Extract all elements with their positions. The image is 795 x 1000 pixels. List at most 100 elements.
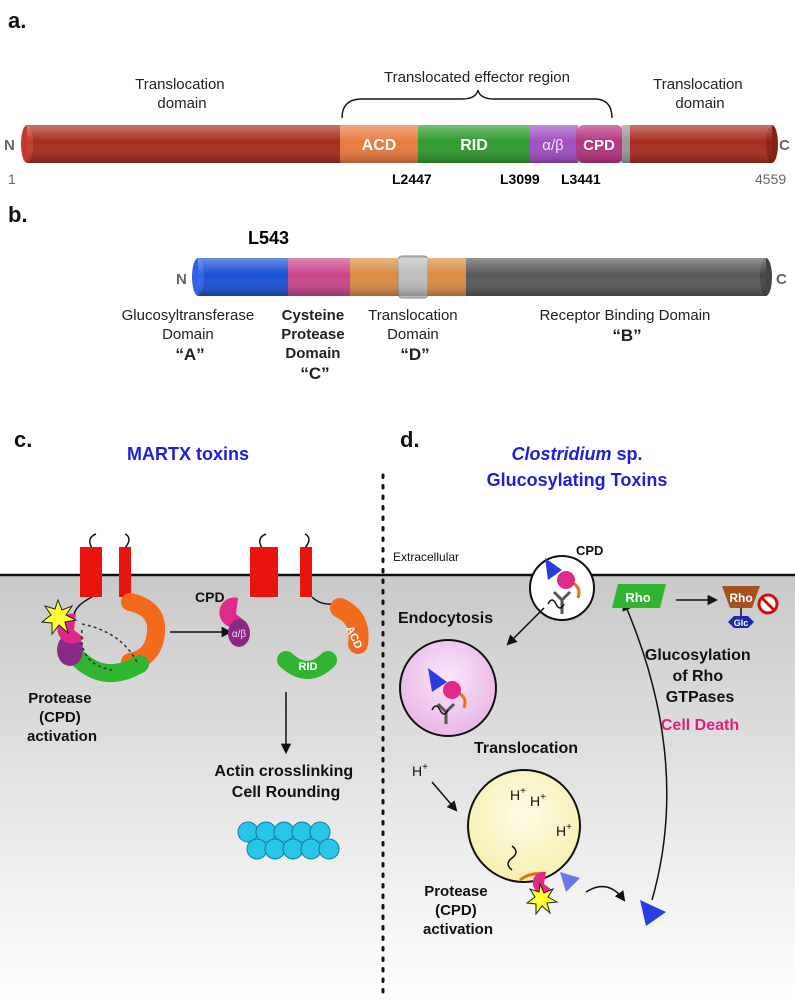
bar-shading: [27, 125, 772, 163]
glucosylation-label: Glucosylation of Rho GTPases: [645, 647, 755, 706]
proton-1: H: [412, 763, 422, 779]
martx-rid-1: [71, 651, 149, 683]
translocation-right-line2: domain: [675, 95, 724, 112]
rb-line1: Receptor Binding Domain: [539, 307, 710, 324]
panel-d-label: d.: [400, 427, 420, 452]
cleavage-site-1: L2447: [392, 171, 432, 187]
arrow-gt-release: [585, 885, 626, 902]
toxin-cpd-d3: [532, 871, 552, 894]
arrow-proton: [431, 781, 458, 812]
rid-label: RID: [460, 137, 488, 154]
actin-bead: [264, 838, 286, 860]
cpd-label-d: CPD: [576, 543, 603, 558]
n-terminus-b: N: [176, 271, 187, 288]
rb-line2: “B”: [612, 326, 641, 345]
membrane-anchor-1a: [80, 547, 102, 597]
translocation-right-line1: Translocation: [653, 76, 743, 93]
actin-bead: [300, 838, 322, 860]
cp-domain-label: Cysteine Protease Domain “C”: [281, 307, 349, 383]
translocation-left-label: Translocation domain: [135, 76, 229, 112]
rho-label: Rho: [625, 590, 650, 605]
panel-c-label: c.: [14, 427, 32, 452]
end-residue: 4559: [755, 171, 786, 187]
cleavage-site-3: L3441: [561, 171, 601, 187]
martx-membrane-complex-2: ACD α/β RID: [219, 533, 369, 679]
pa-c-line2: (CPD): [39, 709, 81, 726]
protease-activation-c: Protease (CPD) activation: [27, 690, 97, 745]
pa-d-line1: Protease: [424, 883, 487, 900]
gt-domain-label: Glucosyltransferase Domain “A”: [122, 307, 259, 364]
actin-bead: [246, 838, 268, 860]
alpha-beta-free-label: α/β: [232, 629, 247, 640]
pa-c-line3: activation: [27, 728, 97, 745]
cp-line1: Cysteine: [282, 307, 345, 324]
gt-line1: Glucosyltransferase: [122, 307, 255, 324]
proton-inside-2: H+: [530, 792, 546, 809]
proton-3: H: [530, 793, 540, 809]
endocytosis-label: Endocytosis: [398, 610, 493, 627]
martx-rid-2: [277, 651, 337, 679]
actin-bead: [318, 838, 340, 860]
actin-filament-cluster: [237, 821, 340, 860]
cp-line3: Domain: [285, 345, 340, 362]
toxin-cpd-d2: [443, 681, 461, 699]
proton-label-1: H+: [412, 762, 428, 779]
glucose-moiety: [728, 616, 754, 628]
membrane-anchor-1b: [119, 547, 131, 597]
c-terminus-b: C: [776, 271, 787, 288]
clostridium-sp: sp.: [612, 444, 643, 464]
n-terminus-a: N: [4, 137, 15, 154]
free-gt-domain: [640, 900, 666, 926]
activation-star-c: [40, 598, 78, 636]
endosome-1: [399, 639, 497, 737]
rid-free-label: RID: [299, 661, 318, 673]
extracellular-label: Extracellular: [393, 550, 459, 564]
toxin-gt-d3: [560, 872, 580, 892]
endosome-2: H+ H+ H+: [467, 769, 581, 883]
panel-a-label: a.: [8, 8, 26, 33]
gl-line3: GTPases: [666, 689, 735, 706]
toxin-tail-d1: [547, 599, 565, 609]
effector-brace: [341, 89, 613, 119]
cpd-label-c: CPD: [195, 589, 225, 605]
arrow-endocytosis: [506, 607, 545, 646]
proton-4: H: [556, 823, 566, 839]
panel-b-label: b.: [8, 202, 28, 227]
clostridium-title-line2: Glucosylating Toxins: [487, 470, 668, 490]
cp-line4: “C”: [300, 364, 329, 383]
translocation-right-label: Translocation domain: [653, 76, 747, 112]
gt-line2: Domain: [162, 326, 214, 343]
proton-inside-1: H+: [510, 786, 526, 803]
alpha-beta-label: α/β: [542, 137, 564, 154]
actin-line2: Cell Rounding: [232, 784, 340, 801]
cp-line2: Protease: [281, 326, 344, 343]
bar-b-shading: [198, 258, 766, 296]
toxin-tail-d3: [507, 845, 517, 871]
toxin-cpd-d1: [557, 571, 575, 589]
proton-2: H: [510, 787, 520, 803]
gt-line3: “A”: [175, 345, 204, 364]
cpd-label: CPD: [583, 137, 615, 154]
effector-region-label: Translocated effector region: [384, 69, 570, 86]
cell-death-label: Cell Death: [661, 717, 739, 734]
receptor-tail-1b: [124, 533, 130, 549]
clostridium-genus: Clostridium: [511, 444, 611, 464]
protease-activation-d: Protease (CPD) activation: [423, 883, 493, 938]
start-residue: 1: [8, 171, 16, 187]
actin-line1: Actin crosslinking: [214, 763, 353, 780]
glc-label: Glc: [734, 618, 749, 628]
arrow-gt-to-rho: [622, 600, 668, 901]
inhibited-icon: [757, 593, 779, 615]
endosome-2-membrane: [467, 769, 581, 883]
membrane-anchor-2b: [300, 547, 312, 597]
pa-c-line1: Protease: [28, 690, 91, 707]
martx-membrane-complex-1: [40, 533, 166, 683]
actin-bead: [282, 838, 304, 860]
martx-domain-bar: ACD RID α/β CPD: [21, 125, 778, 163]
c-terminus-a: C: [779, 137, 790, 154]
clostridium-title: Clostridium sp.: [511, 444, 642, 464]
gl-line2: of Rho: [672, 668, 723, 685]
rb-domain-label: Receptor Binding Domain “B”: [539, 307, 714, 345]
activation-star-d: [525, 882, 559, 916]
proton-3-charge: +: [540, 792, 546, 803]
